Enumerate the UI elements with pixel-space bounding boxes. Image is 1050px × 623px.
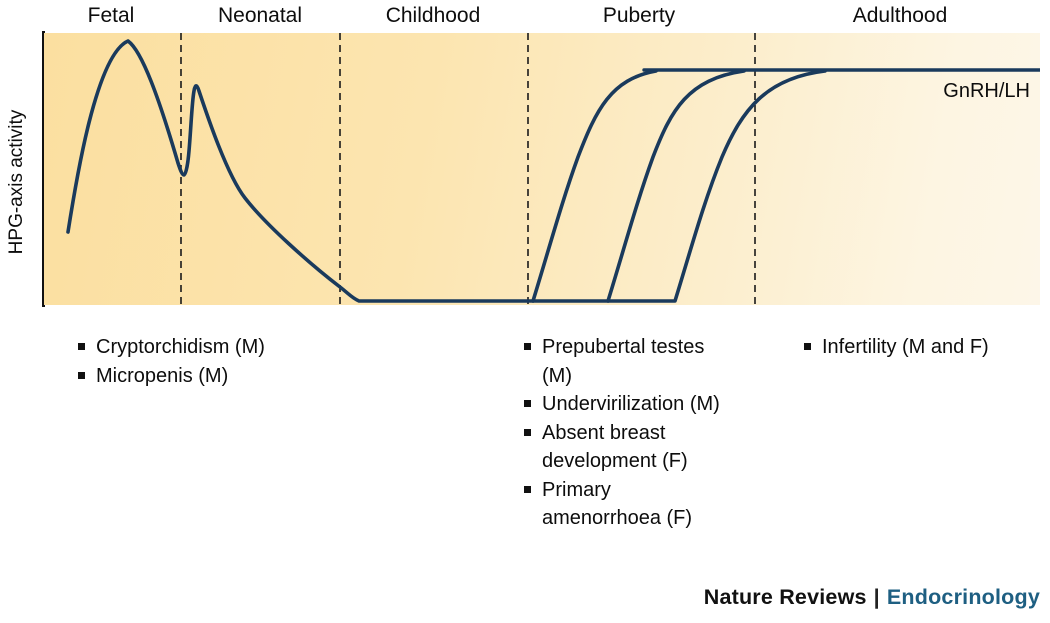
annotation-list-fetal-neonatal: Cryptorchidism (M) Micropenis (M) xyxy=(78,333,338,390)
stage-label-adulthood: Adulthood xyxy=(852,4,948,27)
square-bullet-icon xyxy=(524,485,531,493)
annotation-prepubertal-testes: Prepubertal testes (M) xyxy=(542,336,705,387)
list-item: Cryptorchidism (M) xyxy=(78,333,338,362)
annotation-absent-breast-development: Absent breast development (F) xyxy=(542,421,688,473)
annotation-cryptorchidism: Cryptorchidism (M) xyxy=(96,336,265,358)
square-bullet-icon xyxy=(524,343,531,350)
stage-label-fetal: Fetal xyxy=(87,4,135,27)
stage-label-neonatal: Neonatal xyxy=(217,4,303,27)
plot-area: GnRH/LH xyxy=(44,33,1040,305)
curve-label-gnrh-lh: GnRH/LH xyxy=(943,80,1030,102)
square-bullet-icon xyxy=(78,371,85,379)
annotation-infertility: Infertility (M and F) xyxy=(822,336,989,358)
square-bullet-icon xyxy=(524,400,531,407)
square-bullet-icon xyxy=(78,343,85,350)
square-bullet-icon xyxy=(524,428,531,436)
journal-brand: Nature Reviews xyxy=(703,585,867,609)
list-item: Absent breast development (F) xyxy=(524,419,774,476)
list-item: Undervirilization (M) xyxy=(524,390,774,419)
puberty-sigmoid-early xyxy=(531,69,658,303)
square-bullet-icon xyxy=(804,343,811,350)
list-item: Infertility (M and F) xyxy=(804,333,1050,362)
annotation-list-puberty: Prepubertal testes (M) Undervirilization… xyxy=(524,333,774,533)
journal-separator: | xyxy=(873,585,880,609)
journal-credit: Nature Reviews|Endocrinology xyxy=(704,585,1040,610)
y-axis-line xyxy=(42,31,45,307)
annotation-list-adulthood: Infertility (M and F) xyxy=(804,333,1050,362)
stage-label-puberty: Puberty xyxy=(602,4,676,27)
journal-name: Endocrinology xyxy=(886,585,1040,609)
list-item: Primary amenorrhoea (F) xyxy=(524,476,774,533)
curves-svg xyxy=(66,33,1040,305)
y-axis-label: HPG-axis activity xyxy=(6,109,27,255)
gnrh-lh-main-curve xyxy=(66,39,827,303)
list-item: Micropenis (M) xyxy=(78,362,338,391)
stage-label-childhood: Childhood xyxy=(385,4,481,27)
annotation-micropenis: Micropenis (M) xyxy=(96,364,229,387)
annotation-undervirilization: Undervirilization (M) xyxy=(542,393,720,415)
annotation-primary-amenorrhoea: Primary amenorrhoea (F) xyxy=(542,478,693,530)
list-item: Prepubertal testes (M) xyxy=(524,333,774,390)
puberty-sigmoid-intermediate xyxy=(606,69,746,303)
